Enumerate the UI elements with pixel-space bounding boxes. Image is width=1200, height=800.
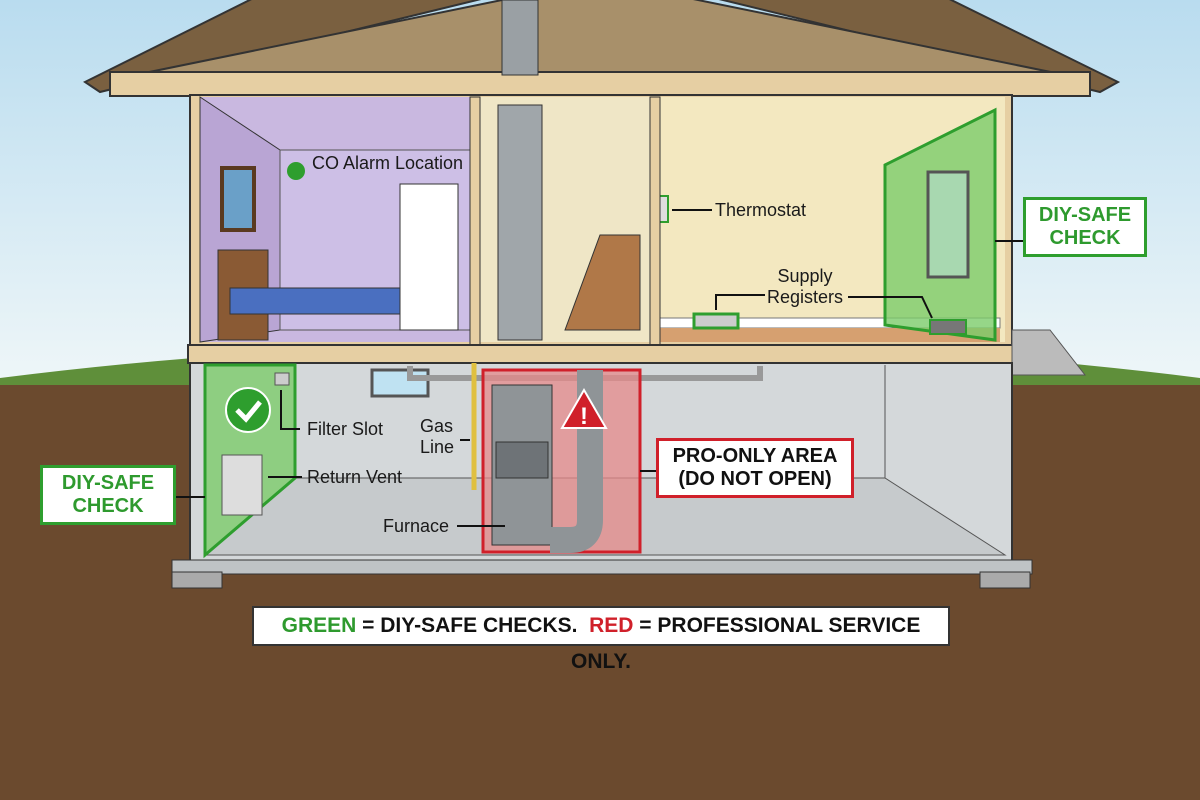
warning-triangle-icon	[560, 388, 608, 429]
filter-slot-icon	[274, 372, 290, 386]
supply-registers-label: Supply Registers	[766, 266, 844, 307]
bed	[229, 287, 401, 315]
co-alarm-icon	[287, 162, 305, 180]
legend-red-word: RED	[589, 614, 634, 637]
callout-line: DIY-SAFE	[1038, 204, 1132, 226]
window	[926, 170, 970, 279]
door	[399, 183, 459, 331]
filter-slot-label: Filter Slot	[307, 419, 384, 439]
callout-line: PRO-ONLY AREA	[672, 445, 838, 467]
svg-text:!: !	[580, 403, 588, 430]
arrow-icon	[170, 209, 1023, 527]
return-vent-label: Return Vent	[307, 467, 403, 487]
return-vent-icon	[221, 454, 263, 516]
legend-green-text: = DIY-SAFE CHECKS.	[356, 614, 590, 637]
supply-register-icon	[692, 312, 740, 330]
furnace-label: Furnace	[383, 516, 450, 536]
check-circle-icon	[225, 387, 271, 433]
chimney-flue	[501, 0, 539, 76]
co-alarm-label: CO Alarm Location	[312, 153, 464, 173]
legend-red-text: = PROFESSIONAL SERVICE ONLY.	[571, 614, 921, 673]
diy-safe-callout-lower: DIY-SAFE CHECK	[40, 465, 176, 525]
diy-safe-callout-upper: DIY-SAFE CHECK	[1023, 197, 1147, 257]
legend: GREEN = DIY-SAFE CHECKS. RED = PROFESSIO…	[252, 606, 950, 673]
foundation	[171, 559, 1033, 575]
steps	[1011, 329, 1087, 376]
supply-register-icon	[929, 319, 967, 335]
callout-line: (DO NOT OPEN)	[678, 468, 832, 490]
thermostat-label: Thermostat	[715, 200, 807, 220]
callout-line: CHECK	[1049, 227, 1121, 249]
gas-line-label: Gas Line	[420, 416, 455, 457]
floor	[187, 344, 1015, 364]
legend-green-word: GREEN	[281, 614, 357, 637]
flue-pipe	[497, 104, 543, 341]
pro-only-callout: PRO-ONLY AREA (DO NOT OPEN)	[656, 438, 854, 498]
callout-line: CHECK	[72, 495, 144, 517]
stairs	[564, 234, 641, 331]
wall-picture	[220, 166, 256, 232]
basement-window	[370, 368, 430, 398]
roof-beam	[109, 71, 1091, 97]
callout-line: DIY-SAFE	[61, 472, 155, 494]
